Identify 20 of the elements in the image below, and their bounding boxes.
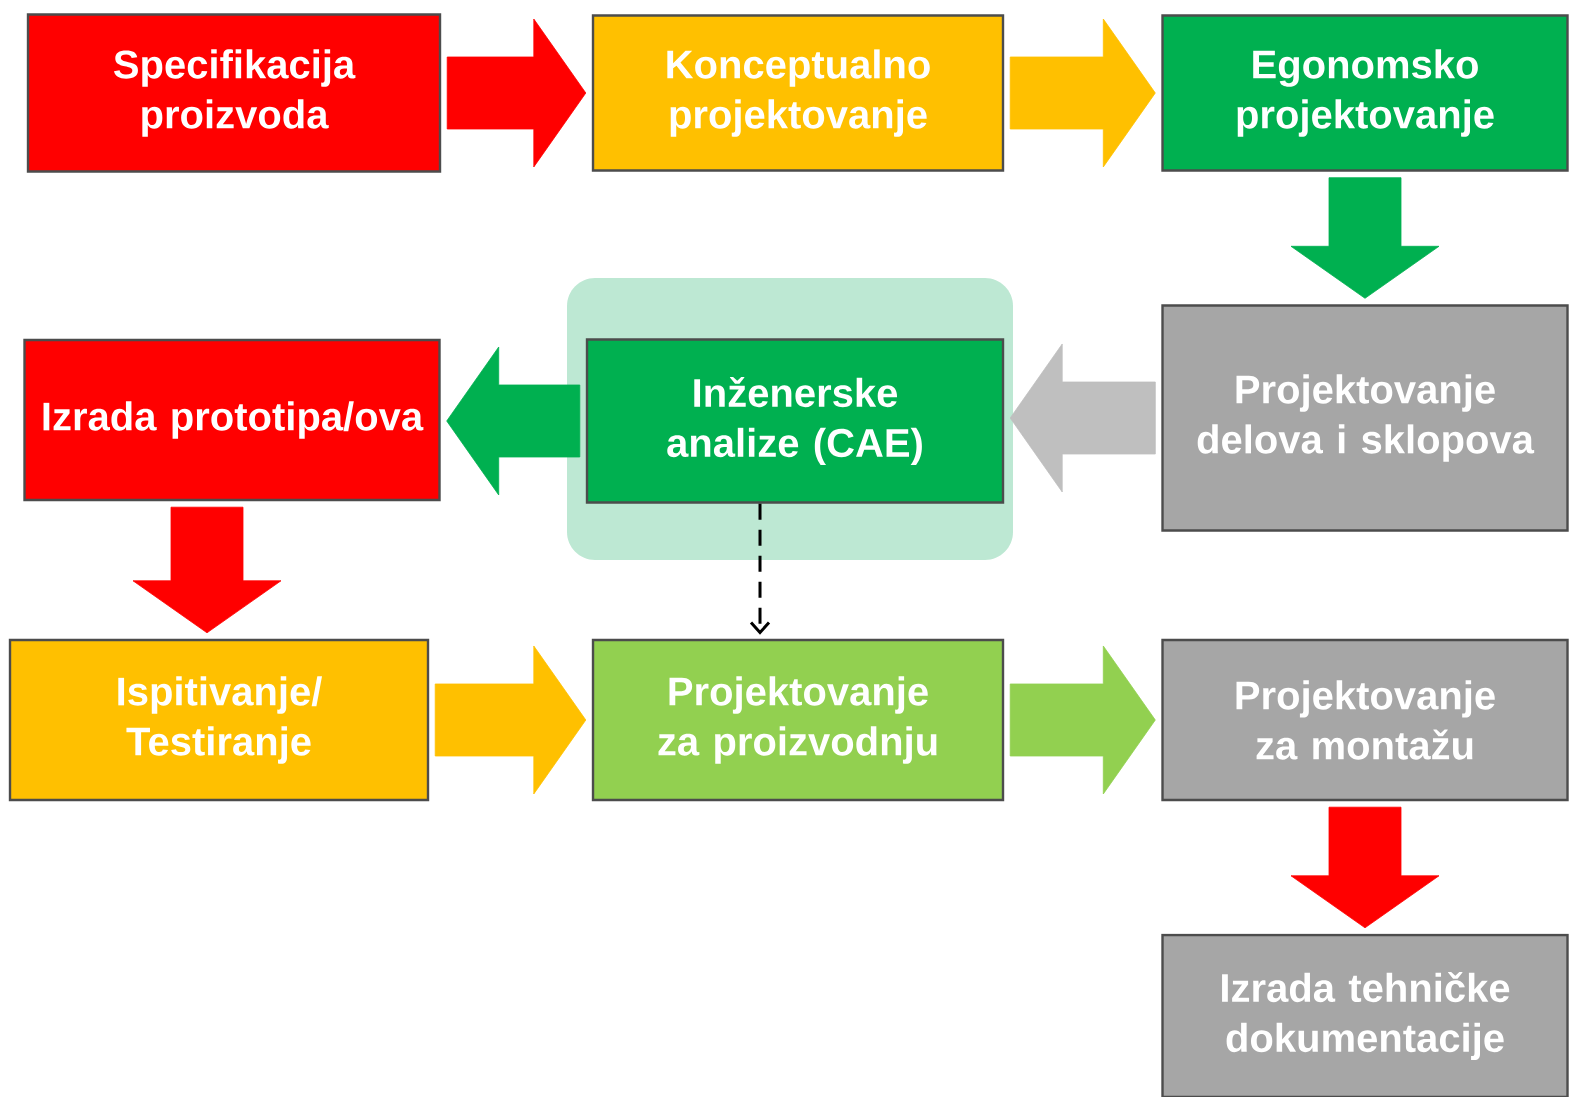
process-box: Projektovanje delova i sklopova: [1161, 304, 1569, 532]
process-box: Izrada tehničke dokumentacije: [1161, 933, 1569, 1097]
block-arrow: [446, 346, 581, 496]
block-arrow: [1009, 645, 1156, 795]
block-arrow: [1009, 18, 1156, 168]
process-box: Projektovanje za montažu: [1161, 638, 1569, 802]
block-arrow: [446, 18, 587, 168]
process-box: Konceptualno projektovanje: [591, 14, 1005, 172]
block-arrow: [1290, 177, 1440, 299]
block-arrow: [434, 645, 587, 795]
process-box: Izrada prototipa/ova: [23, 338, 441, 502]
block-arrow: [1290, 806, 1440, 929]
process-box: Projektovanje za proizvodnju: [591, 638, 1005, 802]
block-arrow: [1009, 343, 1156, 493]
process-box: Egonomsko projektovanje: [1161, 14, 1569, 172]
process-box: Ispitivanje/ Testiranje: [8, 638, 430, 802]
block-arrow: [132, 506, 282, 634]
process-box: Specifikacija proizvoda: [26, 13, 442, 173]
process-box: Inženerske analize (CAE): [585, 338, 1005, 504]
dashed-arrow: [749, 503, 771, 635]
